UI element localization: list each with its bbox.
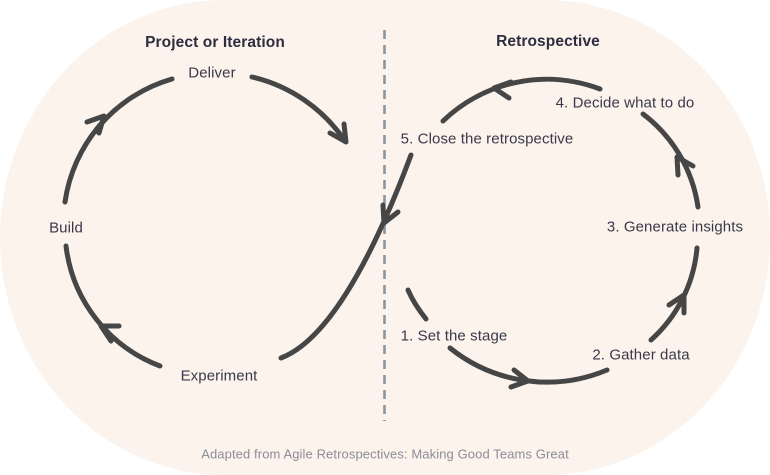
arc-set-stage-to-gather [447, 345, 610, 385]
arrowhead-gather-to-insights [666, 292, 687, 316]
right-cycle-arcs [405, 76, 701, 390]
label-step-5-close-the-retrospective: 5. Close the retrospective [400, 130, 574, 148]
left-cycle-arcs [62, 74, 414, 369]
arc-decide-to-close [440, 76, 603, 124]
arc-experiment-to-build [63, 243, 163, 369]
label-step-2-gather-data: 2. Gather data [592, 346, 690, 364]
right-cycle-title: Retrospective [496, 33, 600, 50]
arrowhead-cross-to-experiment [380, 202, 401, 226]
arc-build-to-deliver [62, 76, 175, 205]
attribution-caption: Adapted from Agile Retrospectives: Makin… [201, 446, 569, 462]
left-cycle-title: Project or Iteration [145, 34, 285, 51]
arrowhead-set-stage-to-gather [508, 367, 531, 390]
label-step-3-generate-insights: 3. Generate insights [606, 218, 744, 236]
arc-deliver-to-center [249, 74, 348, 144]
label-step-4-decide-what-to-do: 4. Decide what to do [555, 94, 695, 112]
arrowhead-deliver-to-center [327, 121, 349, 145]
arc-cross-to-experiment [278, 152, 414, 361]
arrowhead-build-to-deliver [84, 113, 107, 136]
arrowhead-insights-to-decide [674, 154, 696, 178]
arc-center-to-set-stage [405, 287, 429, 322]
label-experiment: Experiment [180, 367, 258, 385]
arrowhead-experiment-to-build [98, 323, 122, 344]
arrowhead-decide-to-close [491, 79, 514, 101]
label-deliver: Deliver [188, 64, 236, 82]
arc-insights-to-decide [640, 111, 701, 210]
arc-gather-to-insights [648, 245, 700, 343]
label-build: Build [49, 219, 83, 237]
label-step-1-set-the-stage: 1. Set the stage [400, 327, 508, 345]
